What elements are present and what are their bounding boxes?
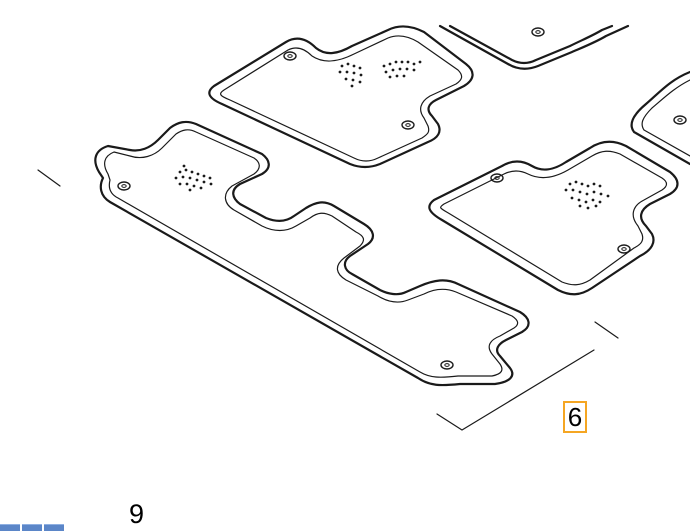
logo-patch-rear: [174, 164, 213, 192]
middle-right-floor-mat[interactable]: [428, 140, 679, 296]
rear-floor-mat[interactable]: [94, 120, 530, 387]
toolbar-button-icon[interactable]: [22, 524, 42, 531]
part-9-label: 9: [129, 499, 145, 529]
front-right-floor-mat[interactable]: [438, 24, 630, 70]
front-left-floor-mat[interactable]: [208, 25, 474, 169]
far-right-floor-mat[interactable]: [630, 70, 690, 166]
logo-patches: [174, 60, 610, 210]
logo-patch-front-left: [338, 60, 422, 88]
toolbar-button-icon[interactable]: [0, 524, 20, 531]
part-6-callout[interactable]: 6: [563, 401, 587, 433]
toolbar-button-icon[interactable]: [44, 524, 64, 531]
logo-patch-middle-right: [564, 180, 610, 210]
frame-bracket-right: [594, 321, 619, 339]
part-6-leader: [436, 349, 595, 431]
mini-toolbar: [0, 524, 64, 531]
frame-outline: [37, 169, 61, 187]
